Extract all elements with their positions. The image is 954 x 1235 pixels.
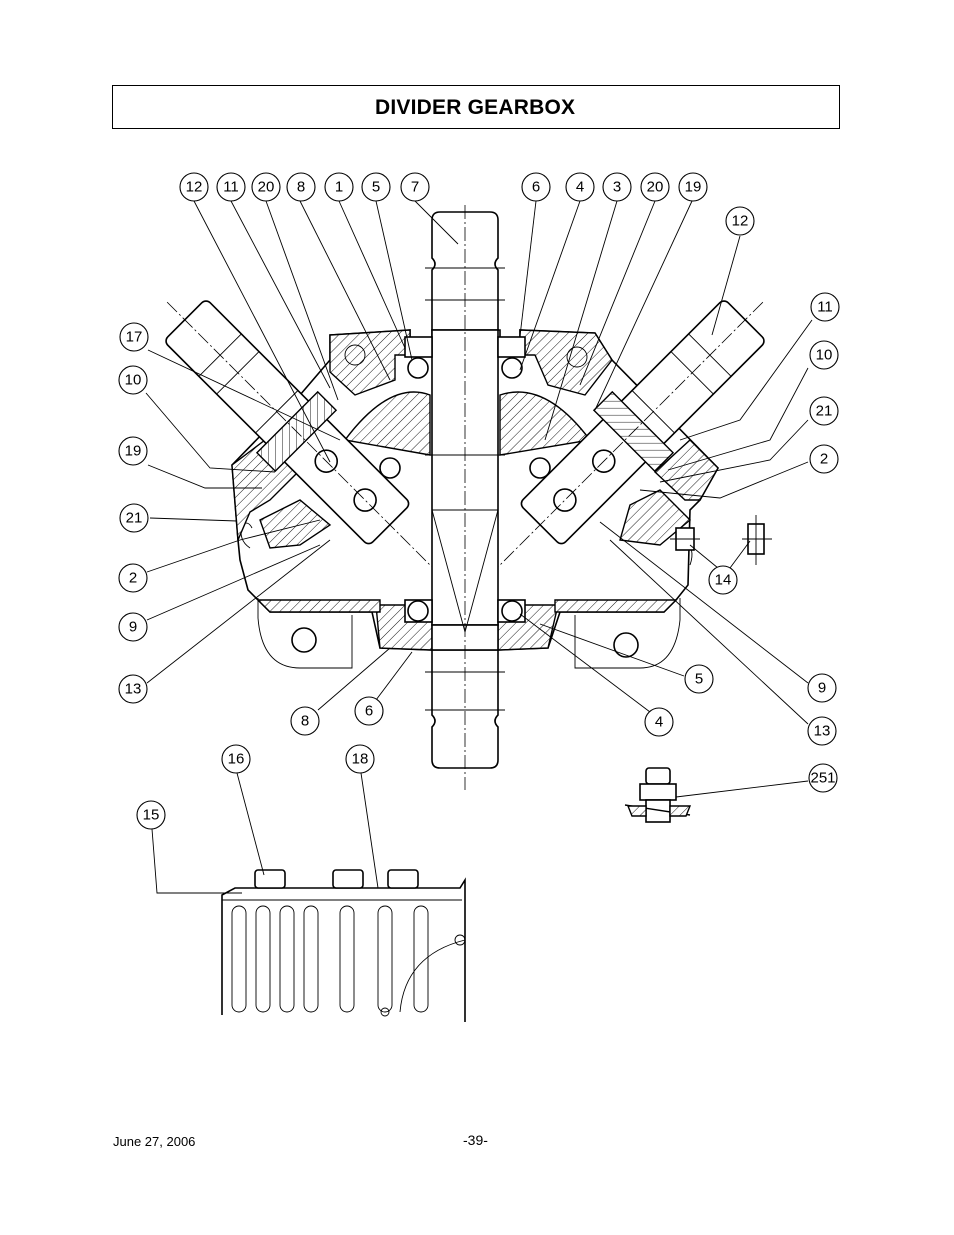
svg-text:15: 15 (143, 807, 160, 824)
callout-20-top-right: 20 (640, 172, 670, 202)
callout-11-top-left: 11 (216, 172, 246, 202)
svg-text:20: 20 (647, 179, 664, 196)
callout-251: 251 (808, 763, 838, 793)
svg-text:9: 9 (818, 680, 826, 697)
callout-2-left: 2 (118, 563, 148, 593)
callout-7-top: 7 (400, 172, 430, 202)
svg-text:6: 6 (365, 703, 373, 720)
svg-text:20: 20 (258, 179, 275, 196)
callout-9-right: 9 (807, 673, 837, 703)
callout-18: 18 (345, 744, 375, 774)
svg-text:11: 11 (223, 179, 239, 196)
svg-text:19: 19 (125, 443, 142, 460)
callout-13-left: 13 (118, 674, 148, 704)
callout-6-bottom: 6 (354, 696, 384, 726)
callout-21-right: 21 (809, 396, 839, 426)
svg-text:10: 10 (125, 372, 142, 389)
svg-text:14: 14 (715, 572, 732, 589)
callout-14-right: 14 (708, 565, 738, 595)
plug-detail-14 (670, 515, 772, 565)
page-number: -39- (463, 1132, 488, 1148)
svg-text:16: 16 (228, 751, 245, 768)
vertical-shaft (425, 205, 505, 790)
callout-4-top: 4 (565, 172, 595, 202)
svg-text:21: 21 (816, 403, 833, 420)
svg-text:12: 12 (732, 213, 749, 230)
shaft-bearings (379, 336, 551, 623)
callout-5-bottom: 5 (684, 664, 714, 694)
svg-text:10: 10 (816, 347, 833, 364)
callout-11-right: 11 (810, 292, 840, 322)
callout-15: 15 (136, 800, 166, 830)
svg-text:7: 7 (411, 179, 419, 196)
svg-text:2: 2 (129, 570, 137, 587)
callout-10-right: 10 (809, 340, 839, 370)
callout-10-left: 10 (118, 365, 148, 395)
callouts: 12 11 20 8 1 5 7 6 4 3 20 19 12 17 10 19… (118, 172, 840, 830)
svg-text:12: 12 (186, 179, 203, 196)
svg-text:6: 6 (532, 179, 540, 196)
title-box: DIVIDER GEARBOX (112, 85, 840, 129)
callout-20-top-left: 20 (251, 172, 281, 202)
callout-4-bottom: 4 (644, 707, 674, 737)
svg-text:4: 4 (655, 714, 663, 731)
svg-text:2: 2 (820, 451, 828, 468)
callout-21-left: 21 (119, 503, 149, 533)
callout-17-left: 17 (119, 322, 149, 352)
callout-9-left: 9 (118, 612, 148, 642)
svg-text:4: 4 (576, 179, 584, 196)
svg-text:1: 1 (335, 179, 343, 196)
gearbox-housing (231, 329, 719, 669)
svg-text:17: 17 (126, 329, 143, 346)
callout-19-left: 19 (118, 436, 148, 466)
svg-text:21: 21 (126, 510, 143, 527)
svg-text:8: 8 (297, 179, 305, 196)
callout-1-top: 1 (324, 172, 354, 202)
left-output-shaft (165, 300, 433, 568)
callout-16: 16 (221, 744, 251, 774)
svg-text:5: 5 (372, 179, 380, 196)
svg-text:11: 11 (817, 299, 833, 316)
callout-8-top: 8 (286, 172, 316, 202)
breather-detail (624, 767, 692, 823)
callout-5-top: 5 (361, 172, 391, 202)
svg-text:3: 3 (613, 179, 621, 196)
callout-13-right: 13 (807, 716, 837, 746)
svg-text:9: 9 (129, 619, 137, 636)
callout-8-bottom: 8 (290, 706, 320, 736)
callout-12-top-left: 12 (179, 172, 209, 202)
svg-text:18: 18 (352, 751, 369, 768)
svg-text:13: 13 (125, 681, 142, 698)
footer-date: June 27, 2006 (113, 1134, 196, 1149)
housing-side-view (221, 869, 466, 1022)
callout-6-top: 6 (521, 172, 551, 202)
callout-19-top-right: 19 (678, 172, 708, 202)
right-output-shaft (497, 300, 765, 568)
leader-lines (145, 200, 813, 894)
callout-12-right: 12 (725, 206, 755, 236)
page-title: DIVIDER GEARBOX (375, 96, 576, 119)
svg-text:19: 19 (685, 179, 702, 196)
callout-3-top: 3 (602, 172, 632, 202)
svg-text:251: 251 (810, 770, 835, 787)
svg-text:5: 5 (695, 671, 703, 688)
callout-2-right: 2 (809, 444, 839, 474)
svg-text:8: 8 (301, 713, 309, 730)
svg-text:13: 13 (814, 723, 831, 740)
